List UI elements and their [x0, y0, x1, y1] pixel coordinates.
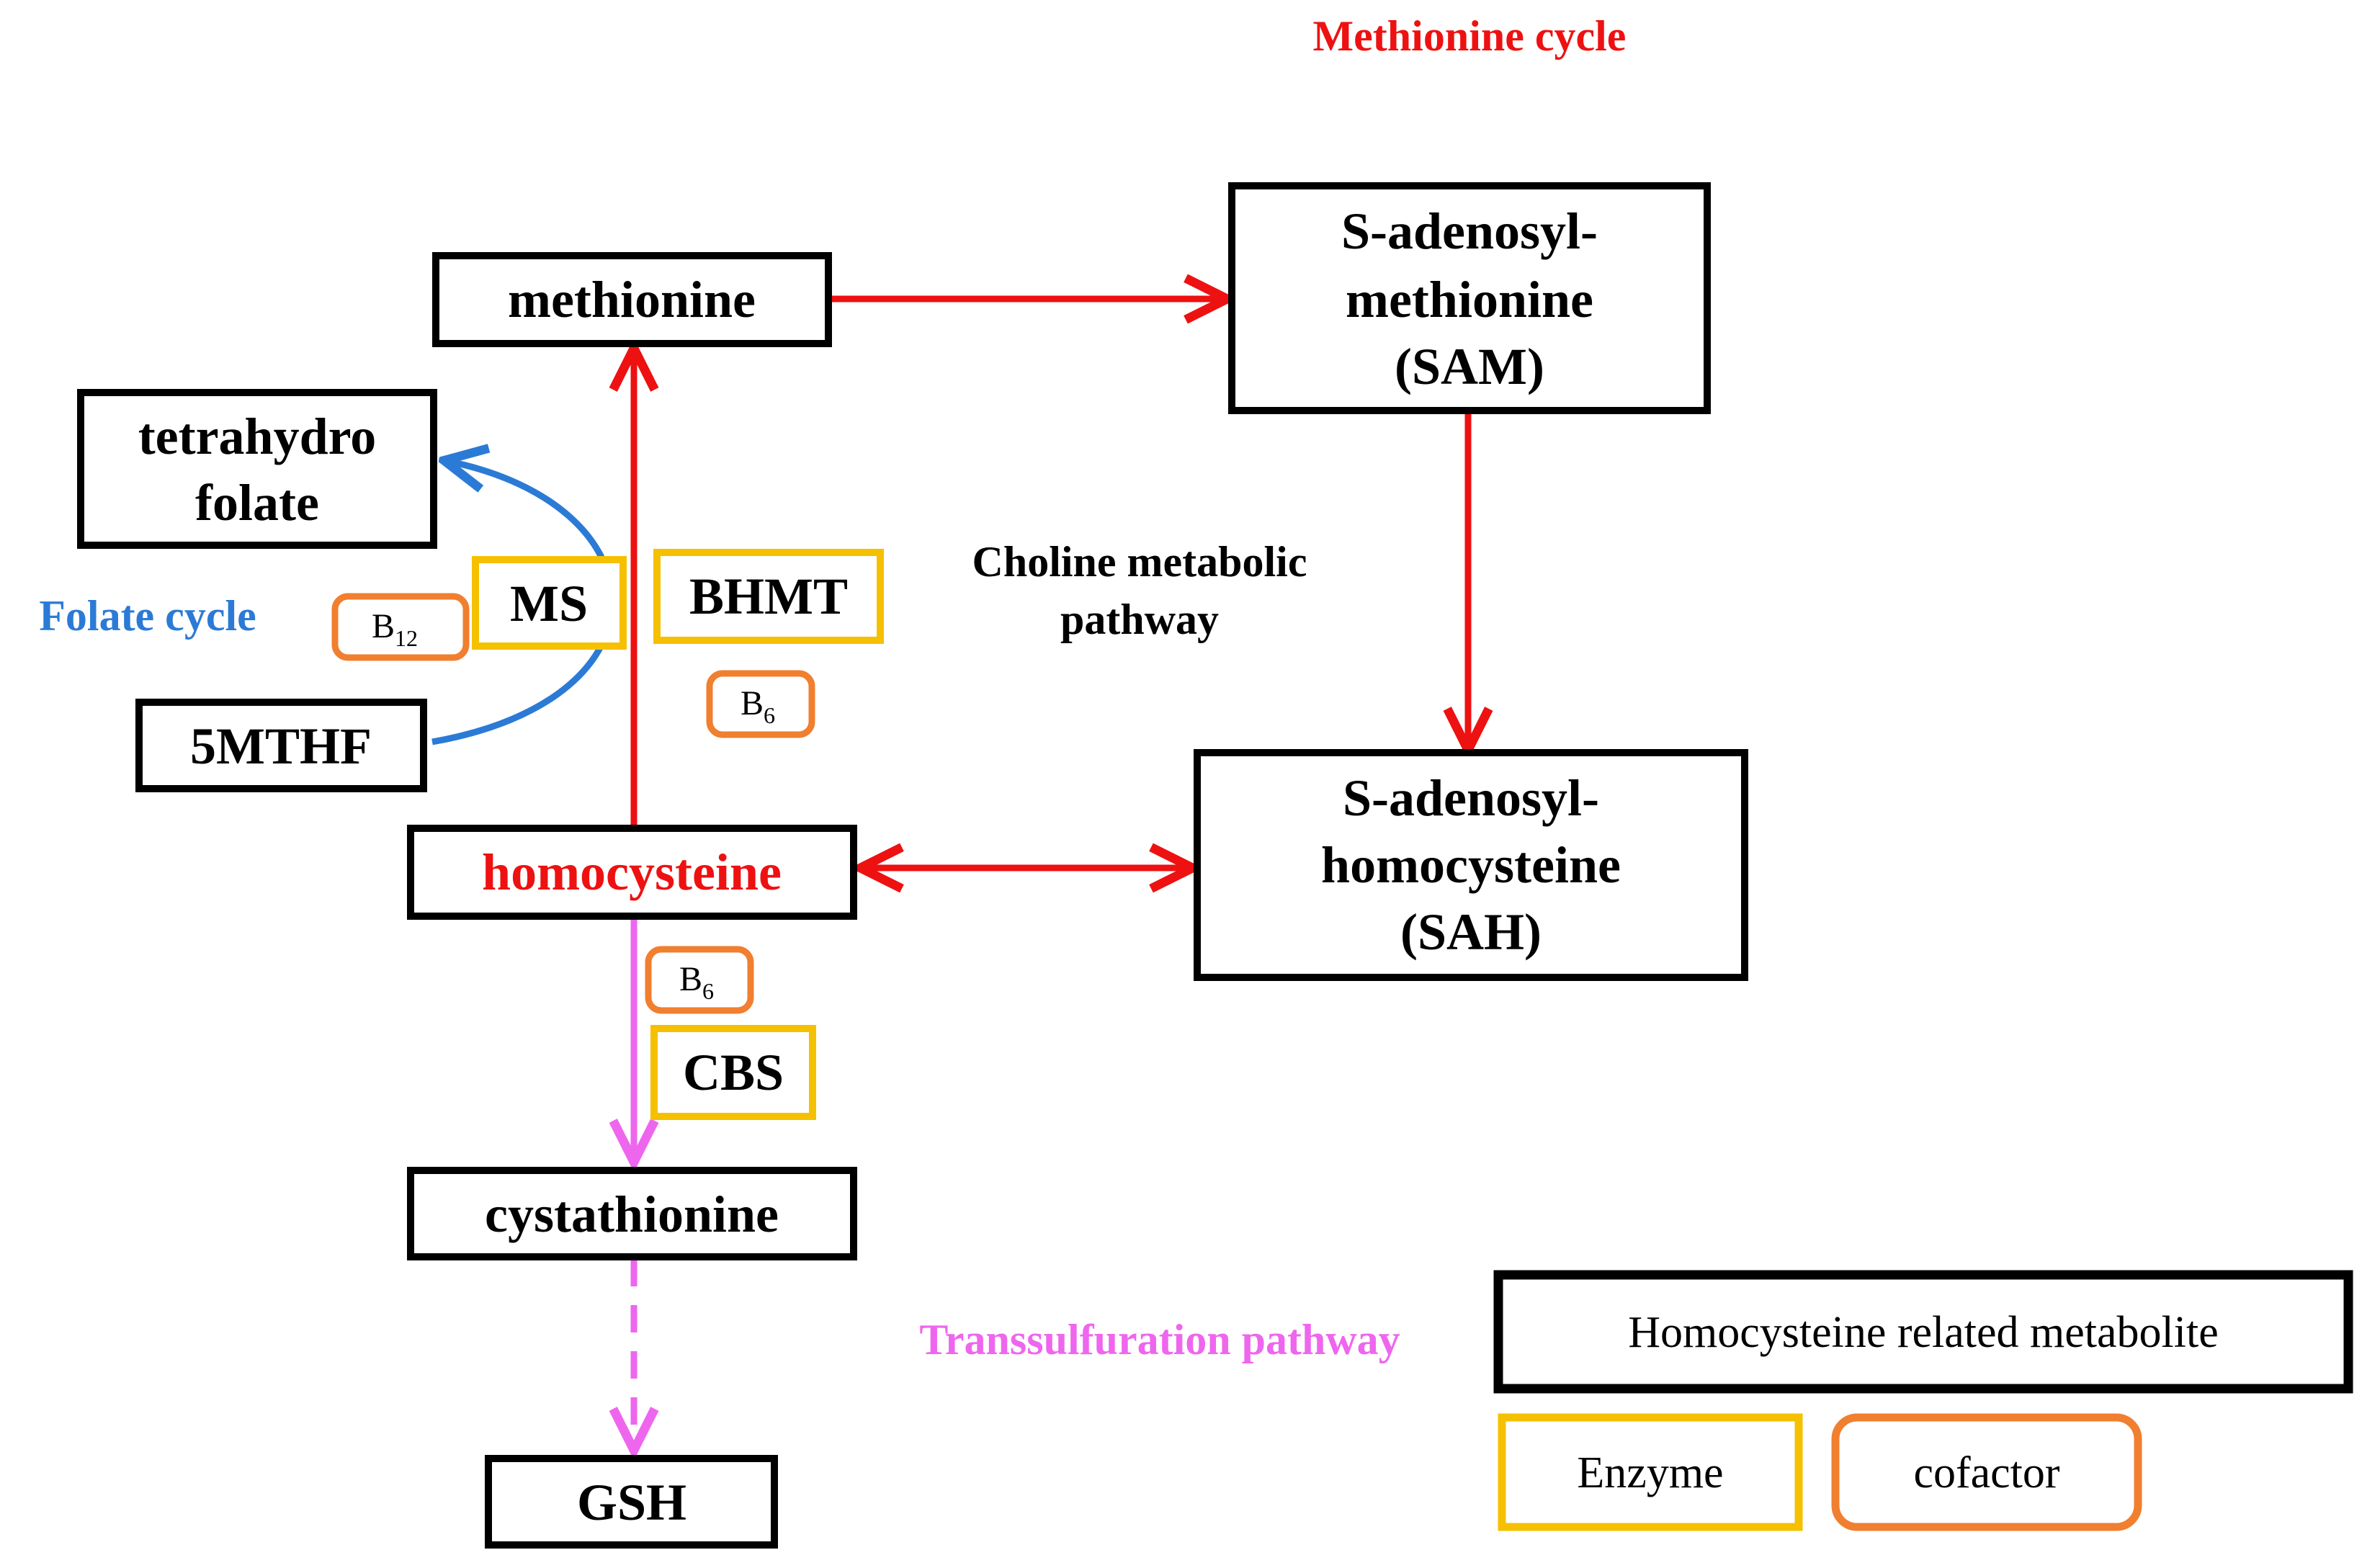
legend-metabolite: Homocysteine related metabolite: [1493, 1270, 2353, 1394]
ms-enzyme: MS: [472, 556, 627, 650]
bhmt-enzyme: BHMT: [653, 549, 884, 644]
cbs-enzyme: CBS: [650, 1025, 816, 1120]
gsh-node: GSH: [485, 1455, 778, 1549]
legend: Homocysteine related metabolite Enzyme c…: [1493, 1270, 2353, 1531]
b6-cofactor-cbs: B6: [645, 946, 754, 1014]
b12-base: B: [372, 607, 395, 645]
legend-cofactor: cofactor: [1831, 1413, 2142, 1531]
bhmt-label: BHMT: [689, 568, 848, 625]
tetrahydrofolate-label-line1: tetrahydro: [138, 408, 377, 465]
legend-metabolite-label: Homocysteine related metabolite: [1628, 1308, 2218, 1357]
homocysteine-node: homocysteine: [407, 825, 857, 920]
gsh-label: GSH: [577, 1474, 686, 1531]
methionine-label: methionine: [508, 271, 756, 328]
sam-label-line3: (SAM): [1395, 338, 1544, 395]
b6-cofactor-bhmt: B6: [706, 670, 815, 738]
b12-subscript: 12: [395, 625, 418, 651]
sam-node: S-adenosyl- methionine (SAM): [1228, 182, 1711, 414]
svg-text:B6: B6: [741, 684, 775, 728]
legend-enzyme-label: Enzyme: [1577, 1448, 1723, 1497]
methionine-node: methionine: [432, 252, 832, 347]
5mthf-label: 5MTHF: [190, 717, 372, 775]
sah-node: S-adenosyl- homocysteine (SAH): [1194, 749, 1748, 981]
b6-cbs-base: B: [679, 960, 702, 998]
tetrahydrofolate-label-line2: folate: [195, 474, 319, 532]
legend-enzyme: Enzyme: [1498, 1413, 1803, 1531]
b6-bhmt-base: B: [741, 684, 764, 722]
sah-label-line1: S-adenosyl-: [1343, 769, 1599, 827]
sah-label-line2: homocysteine: [1321, 836, 1621, 894]
b6-cbs-subscript: 6: [702, 978, 714, 1004]
legend-cofactor-label: cofactor: [1913, 1448, 2059, 1497]
methionine-cycle-title: Methionine cycle: [1313, 12, 1627, 60]
sam-label-line2: methionine: [1346, 271, 1593, 328]
b12-cofactor: B12: [331, 593, 470, 661]
choline-pathway-title-line1: Choline metabolic: [972, 538, 1307, 586]
svg-text:B12: B12: [372, 607, 418, 651]
5mthf-node: 5MTHF: [135, 699, 427, 792]
choline-pathway-title-line2: pathway: [1060, 596, 1219, 643]
b6-bhmt-subscript: 6: [764, 702, 775, 728]
sah-label-line3: (SAH): [1400, 903, 1542, 961]
homocysteine-label: homocysteine: [482, 843, 782, 901]
folate-cycle-title: Folate cycle: [39, 592, 256, 640]
sam-label-line1: S-adenosyl-: [1341, 202, 1598, 260]
transsulfuration-pathway-title: Transsulfuration pathway: [919, 1316, 1400, 1363]
cbs-label: CBS: [683, 1044, 784, 1101]
cystathionine-label: cystathionine: [485, 1186, 779, 1243]
svg-text:B6: B6: [679, 960, 714, 1004]
ms-label: MS: [510, 575, 588, 632]
tetrahydrofolate-node: tetrahydro folate: [77, 389, 437, 549]
cystathionine-node: cystathionine: [407, 1167, 857, 1260]
